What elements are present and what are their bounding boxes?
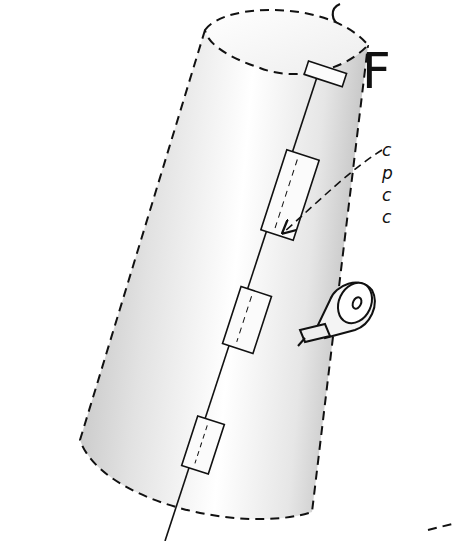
paper-seam <box>165 74 318 541</box>
note-fragment: p <box>382 165 393 182</box>
note-fragment: c <box>382 142 391 159</box>
tape-strips <box>182 61 347 474</box>
leader-arrow <box>284 150 382 232</box>
tube-outline <box>80 30 368 519</box>
note-fragment: c <box>382 209 391 226</box>
heading-letter: F <box>362 46 391 96</box>
tape-dispenser <box>298 277 378 346</box>
tube-body <box>80 30 368 519</box>
note-fragment: c <box>382 187 391 204</box>
frame-dash <box>428 524 452 530</box>
tube-rim <box>205 10 368 74</box>
